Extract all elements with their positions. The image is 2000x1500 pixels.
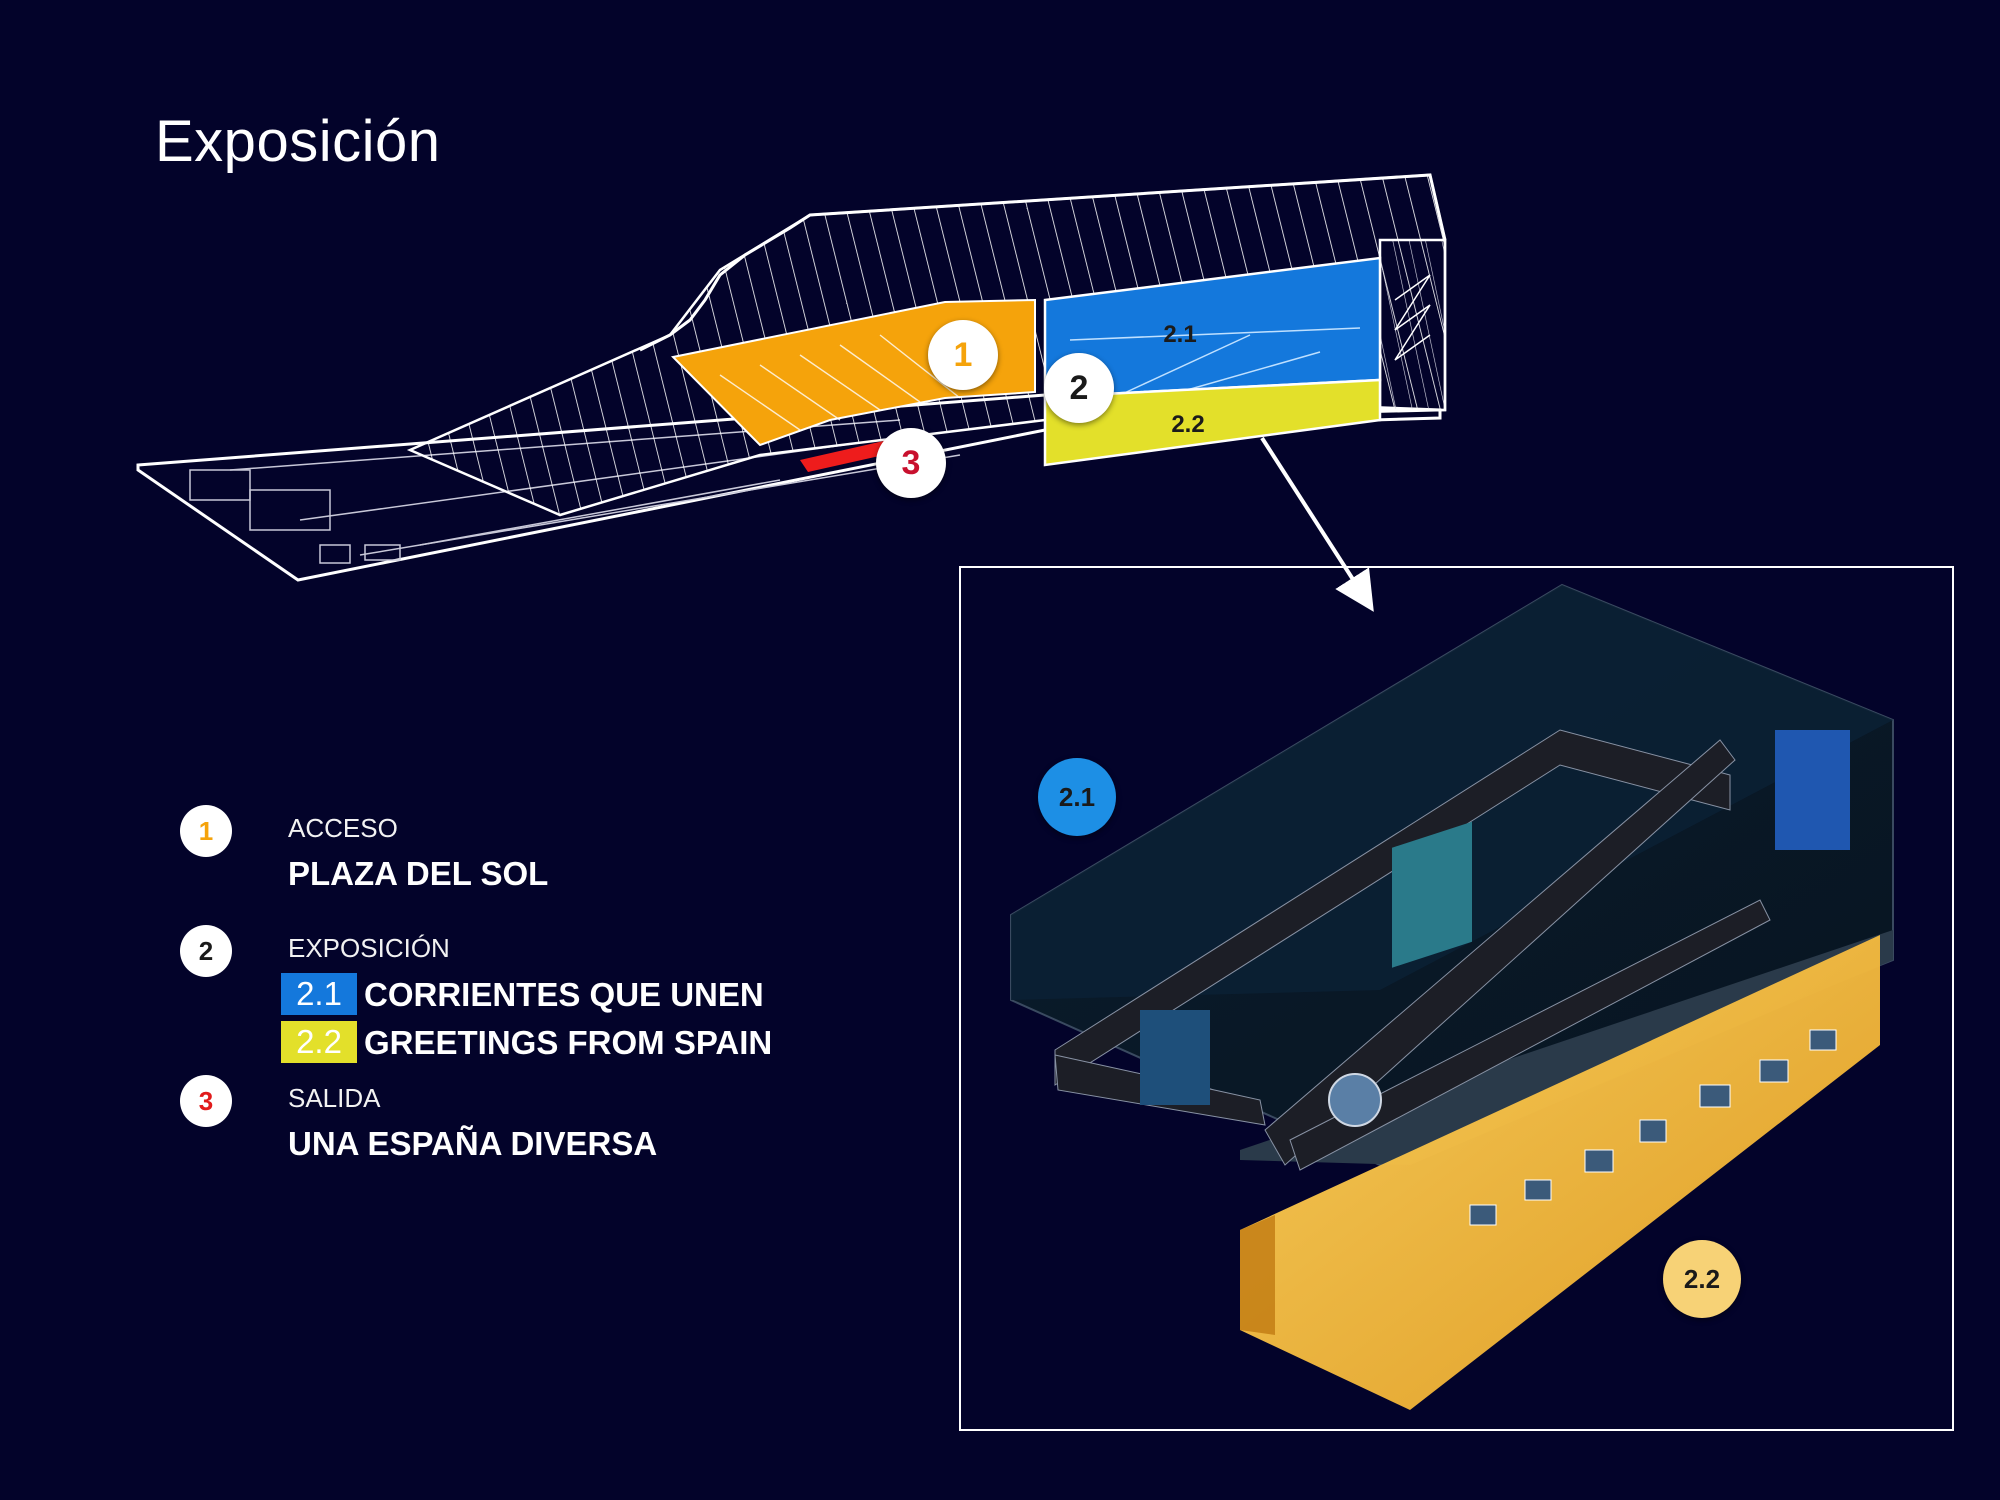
detail-globe xyxy=(1328,1073,1382,1127)
legend-name-greetings: GREETINGS FROM SPAIN xyxy=(364,1024,773,1061)
detail-screen-dancer xyxy=(1140,1010,1210,1105)
roof-outline xyxy=(639,173,1447,352)
detail-marker-2-1: 2.1 xyxy=(1038,758,1116,836)
legend-badge-3: 3 xyxy=(180,1075,232,1127)
legend-category-acceso: ACCESO xyxy=(288,813,398,843)
detail-view xyxy=(959,566,1954,1431)
page-title: Exposición xyxy=(155,109,441,174)
stair-tower xyxy=(1378,238,1447,412)
detail-zone-2-2 xyxy=(1240,935,1880,1410)
zone-2-1-label: 2.1 xyxy=(1163,321,1196,348)
plan-marker-3: 3 xyxy=(876,428,946,498)
detail-marker-2-2: 2.2 xyxy=(1663,1240,1741,1318)
legend-swatch-2-2: 2.2 xyxy=(281,1021,357,1063)
legend-name-corrientes: CORRIENTES QUE UNEN xyxy=(364,976,764,1013)
detail-screen-right xyxy=(1775,730,1850,850)
detail-screen-jellyfish xyxy=(1392,821,1472,968)
detail-arrow xyxy=(1260,436,1374,612)
building-axonometric: 2.1 2.2 xyxy=(136,173,1447,612)
legend-swatch-2-1: 2.1 xyxy=(281,973,357,1015)
zone-3-salida xyxy=(800,440,893,472)
legend-category-salida: SALIDA xyxy=(288,1083,381,1113)
detail-ramps xyxy=(1054,729,1771,1171)
plan-marker-2: 2 xyxy=(1044,353,1114,423)
zone-2-2 xyxy=(1043,378,1382,467)
detail-frame xyxy=(959,566,1954,1431)
legend-badge-2: 2 xyxy=(180,925,232,977)
legend-name-plaza-del-sol: PLAZA DEL SOL xyxy=(288,855,549,892)
legend-category-exposicion: EXPOSICIÓN xyxy=(288,933,450,963)
legend-name-una-espana: UNA ESPAÑA DIVERSA xyxy=(288,1125,658,1162)
detail-picture-frames xyxy=(1469,1029,1837,1226)
plan-marker-1: 1 xyxy=(928,320,998,390)
legend-badge-1: 1 xyxy=(180,805,232,857)
zone-2-2-label: 2.2 xyxy=(1171,411,1204,438)
